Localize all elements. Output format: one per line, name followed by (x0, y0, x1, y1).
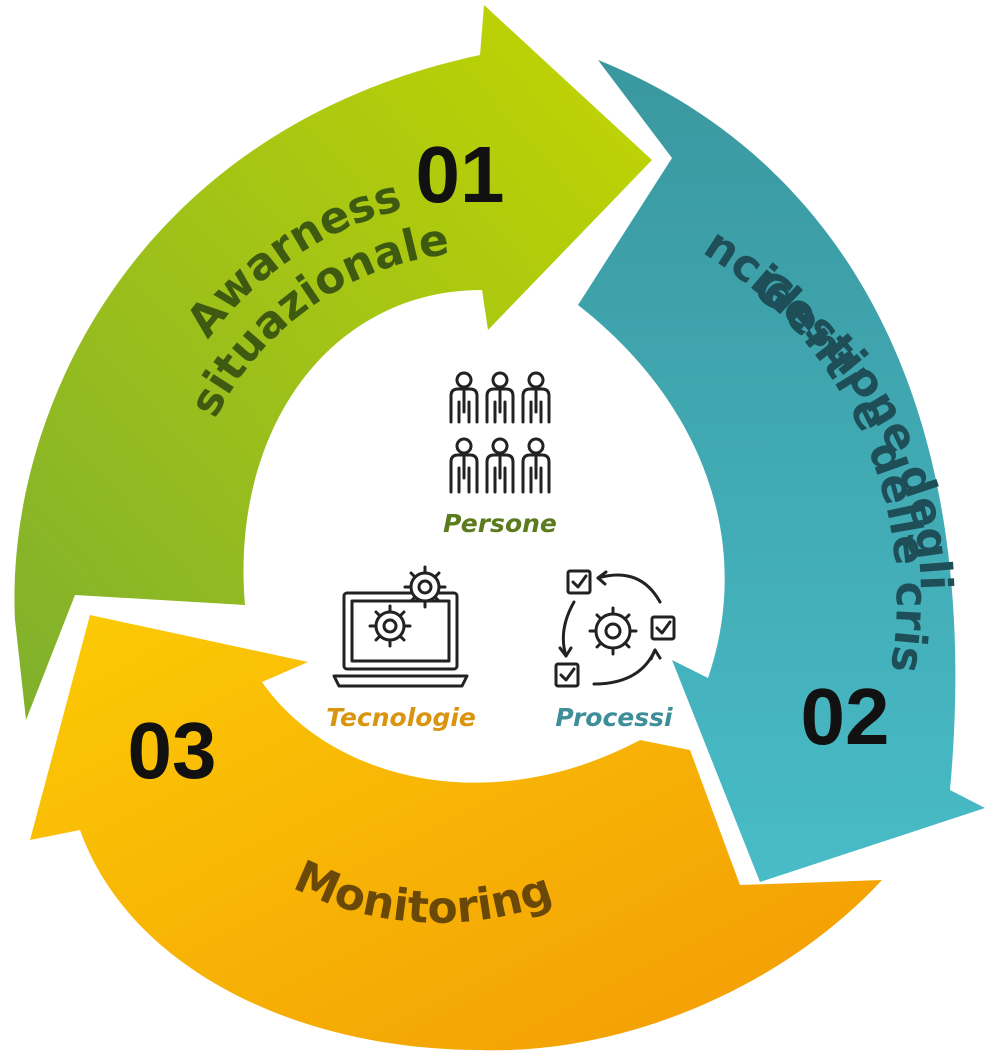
step-number-02: 02 (801, 672, 890, 761)
arrow-segment-02 (578, 60, 985, 882)
laptop-gears-icon (332, 565, 469, 688)
arrow-segment-03 (30, 615, 882, 1051)
tecnologie-label: Tecnologie (326, 703, 476, 732)
people-icon (449, 371, 551, 494)
step-number-03: 03 (128, 706, 217, 795)
step-number-01: 01 (416, 130, 505, 219)
arrow-segment-01 (14, 5, 653, 720)
process-cycle-icon (554, 569, 676, 688)
processi-label: Processi (555, 703, 673, 732)
persone-label: Persone (443, 509, 557, 538)
